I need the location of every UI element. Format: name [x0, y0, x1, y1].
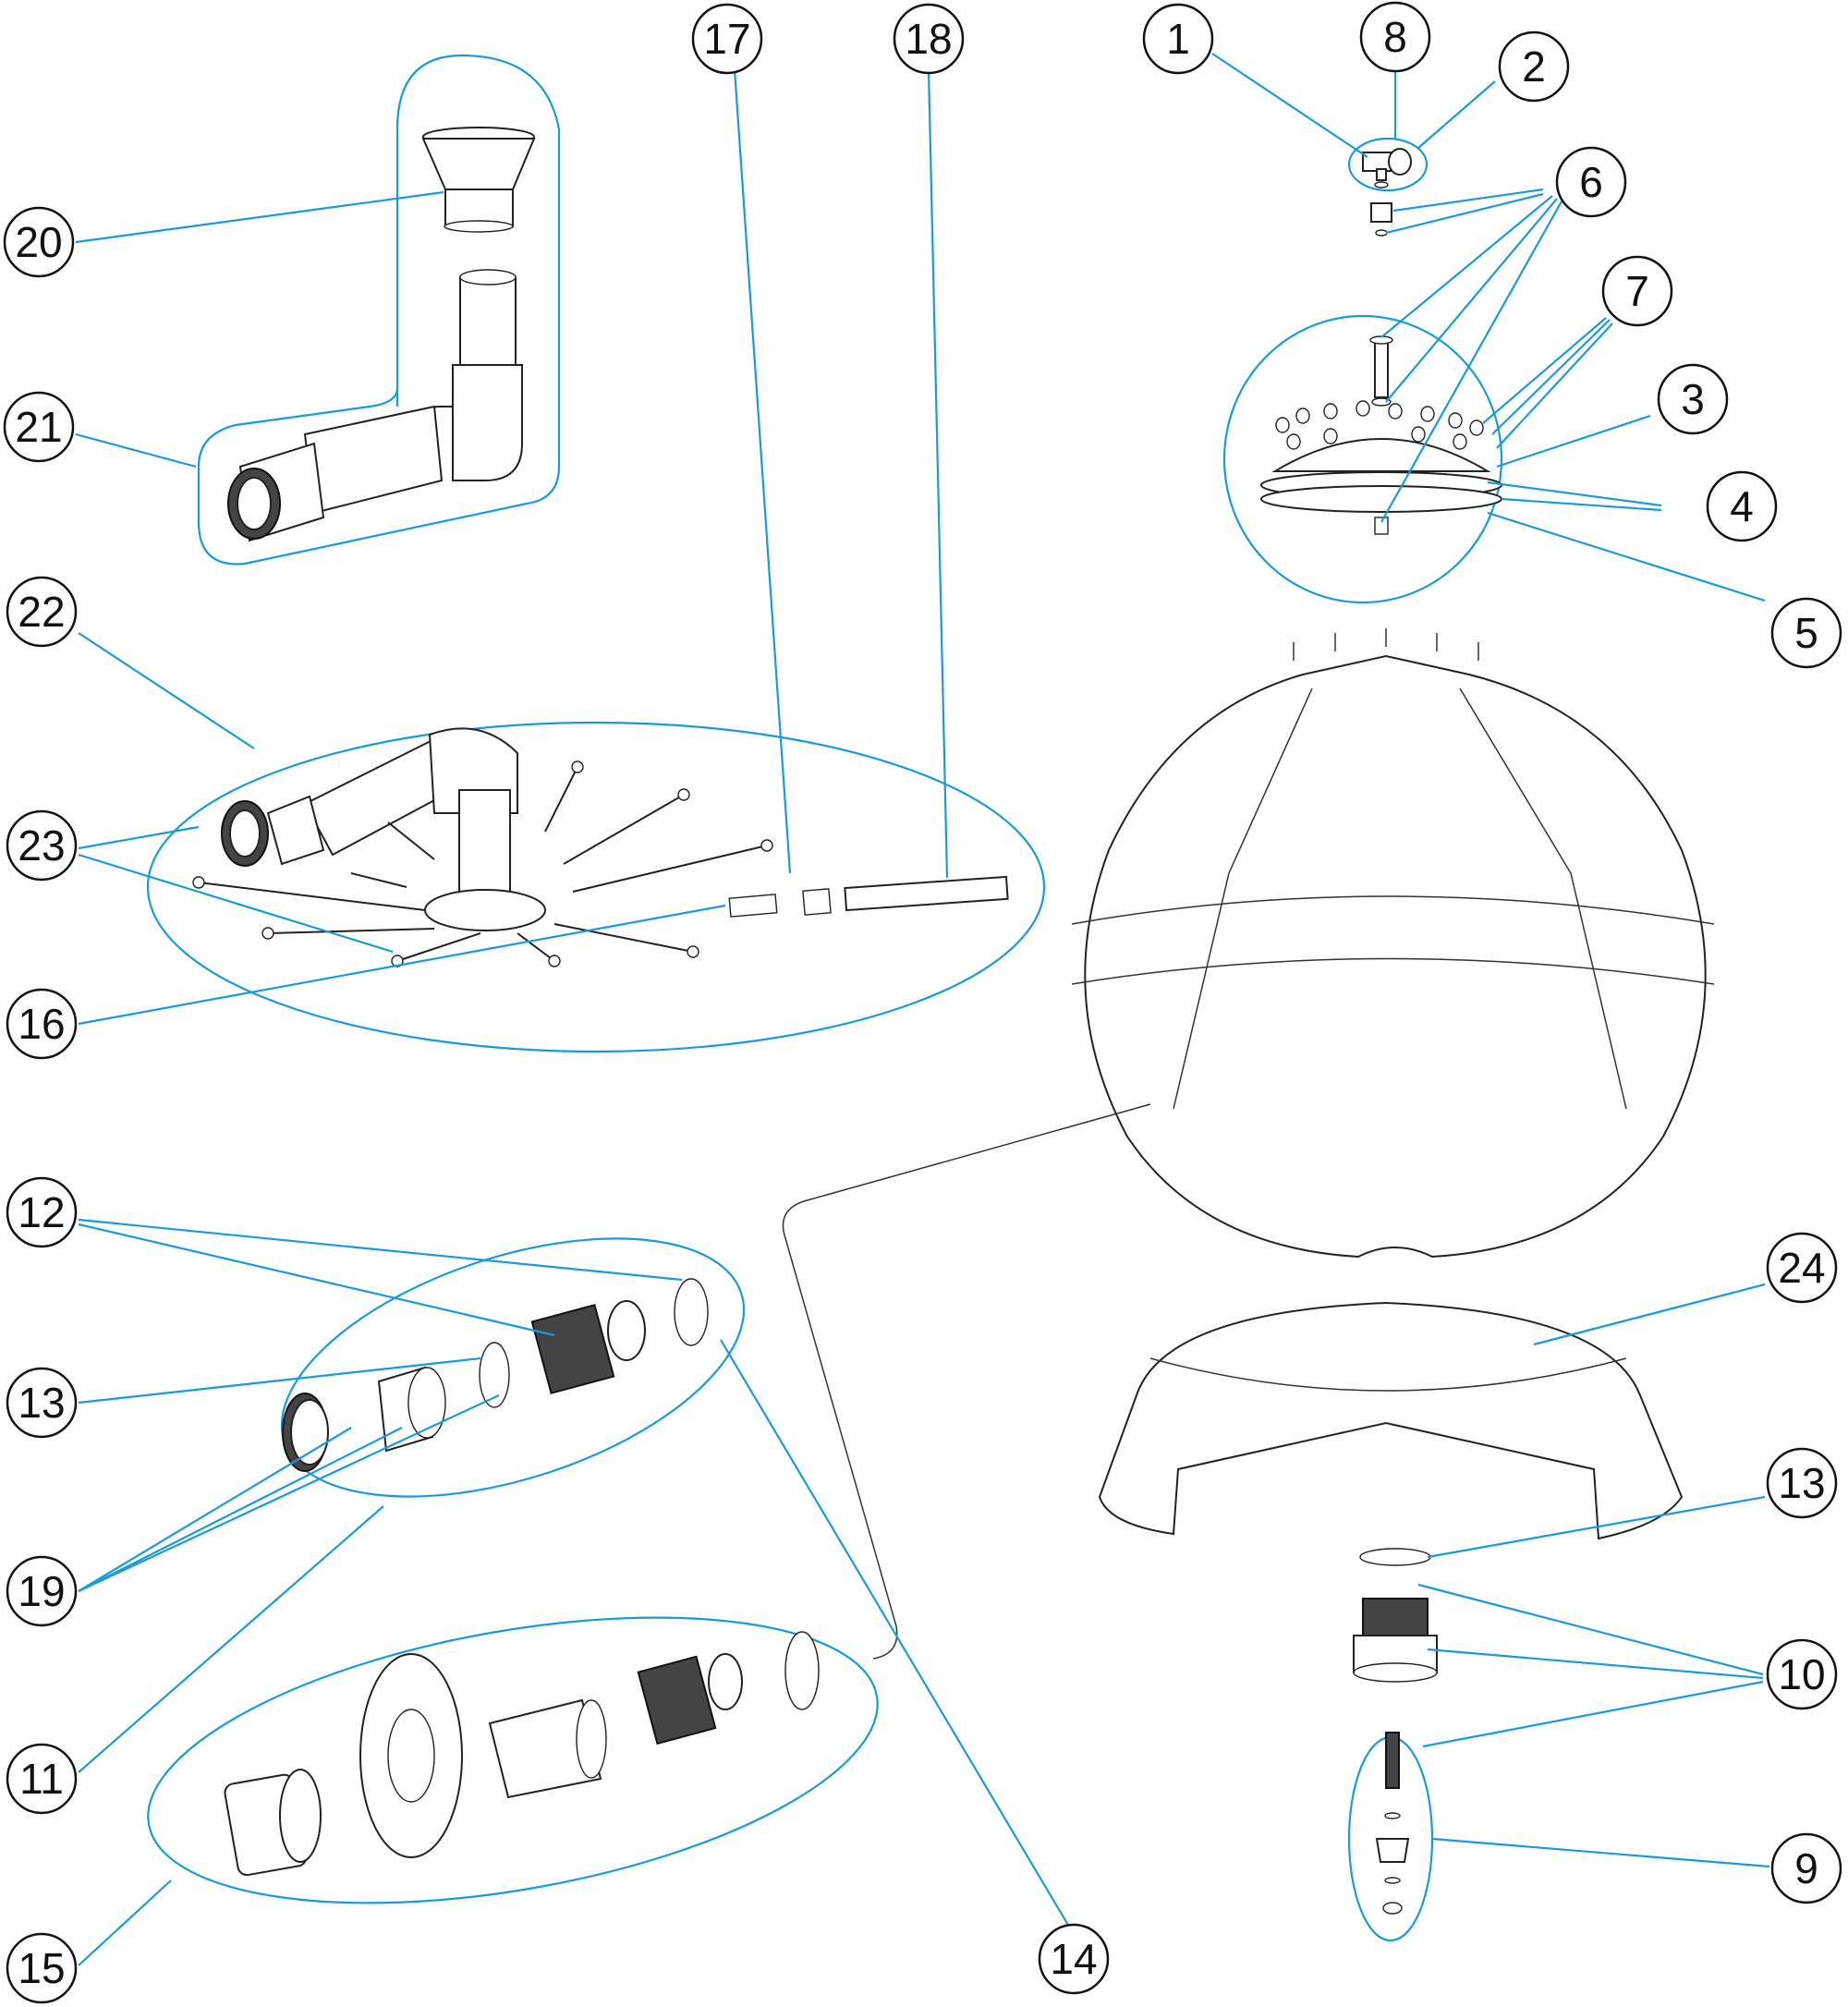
- callout-17: 17: [691, 3, 763, 75]
- svg-text:13: 13: [18, 1379, 65, 1427]
- diffuser-funnel: [421, 127, 536, 233]
- group-outline-air-valve: [1347, 137, 1429, 192]
- callout-8: 8: [1359, 1, 1431, 73]
- svg-text:10: 10: [1778, 1650, 1825, 1698]
- callout-11: 11: [6, 1743, 78, 1815]
- filter-base: [1098, 1301, 1684, 1540]
- svg-text:4: 4: [1730, 482, 1754, 530]
- callout-3: 3: [1657, 363, 1729, 435]
- connector-line: [782, 1103, 1151, 1660]
- callout-23: 23: [6, 809, 78, 882]
- lid-bolts: [1275, 400, 1484, 450]
- callout-19: 19: [6, 1555, 78, 1627]
- lateral-arm-ends: [192, 760, 773, 967]
- lateral-assembly: [192, 727, 773, 967]
- callout-13-left: 13: [6, 1367, 78, 1439]
- callout-5: 5: [1770, 597, 1842, 669]
- callout-16: 16: [6, 988, 78, 1060]
- callout-9: 9: [1770, 1832, 1842, 1904]
- upper-fittings: [1370, 202, 1392, 237]
- drain-plug-parts: [1375, 1732, 1410, 1915]
- flange-kit: [224, 1631, 820, 1877]
- callout-20: 20: [3, 206, 75, 278]
- tank-studs: [1293, 628, 1479, 661]
- callout-13-right: 13: [1766, 1447, 1838, 1519]
- group-outline-lid: [1222, 314, 1503, 604]
- callout-10: 10: [1766, 1638, 1838, 1710]
- union-kit: [282, 1278, 709, 1472]
- svg-text:5: 5: [1794, 609, 1818, 657]
- lateral-arms: [198, 766, 768, 962]
- group-outline-outlet-pipe: [197, 54, 561, 566]
- svg-text:11: 11: [19, 1755, 64, 1803]
- svg-text:6: 6: [1579, 158, 1603, 206]
- single-lateral: [728, 875, 1009, 918]
- callout-21: 21: [3, 391, 75, 463]
- callout-24: 24: [1766, 1232, 1838, 1304]
- callout-14: 14: [1038, 1923, 1110, 1995]
- svg-text:23: 23: [18, 821, 65, 870]
- callout-18: 18: [893, 3, 965, 75]
- group-outline-flange-kit: [147, 1616, 879, 1904]
- callout-7: 7: [1601, 255, 1673, 327]
- svg-text:22: 22: [18, 588, 65, 636]
- svg-text:17: 17: [703, 15, 750, 63]
- svg-text:13: 13: [1778, 1459, 1825, 1507]
- svg-text:20: 20: [15, 218, 62, 266]
- filter-tank: [1071, 628, 1715, 1259]
- svg-text:19: 19: [18, 1567, 65, 1615]
- svg-text:2: 2: [1522, 43, 1546, 91]
- svg-text:12: 12: [18, 1188, 65, 1236]
- callout-4: 4: [1706, 470, 1778, 542]
- svg-text:9: 9: [1794, 1844, 1818, 1892]
- lid-assembly: [1260, 335, 1502, 535]
- callout-12: 12: [6, 1176, 78, 1248]
- callout-6: 6: [1555, 146, 1627, 218]
- svg-text:1: 1: [1166, 15, 1190, 63]
- group-outline-lateral-assembly: [146, 721, 1046, 1053]
- svg-text:8: 8: [1383, 13, 1407, 61]
- group-outline-union-kit: [280, 1237, 746, 1498]
- svg-text:15: 15: [18, 1944, 65, 1992]
- svg-text:16: 16: [18, 1000, 65, 1048]
- air-valve: [1362, 148, 1412, 189]
- callout-1: 1: [1142, 3, 1214, 75]
- callout-15: 15: [6, 1932, 78, 2004]
- bottom-drain-fittings: [1353, 1548, 1438, 1683]
- svg-text:18: 18: [905, 15, 952, 63]
- svg-text:7: 7: [1625, 267, 1649, 315]
- svg-text:24: 24: [1778, 1244, 1825, 1292]
- svg-text:14: 14: [1050, 1935, 1097, 1983]
- callout-22: 22: [6, 576, 78, 648]
- svg-text:3: 3: [1681, 375, 1705, 423]
- outlet-elbow-pipe: [227, 269, 523, 542]
- callout-2: 2: [1498, 30, 1570, 103]
- svg-text:21: 21: [15, 403, 62, 451]
